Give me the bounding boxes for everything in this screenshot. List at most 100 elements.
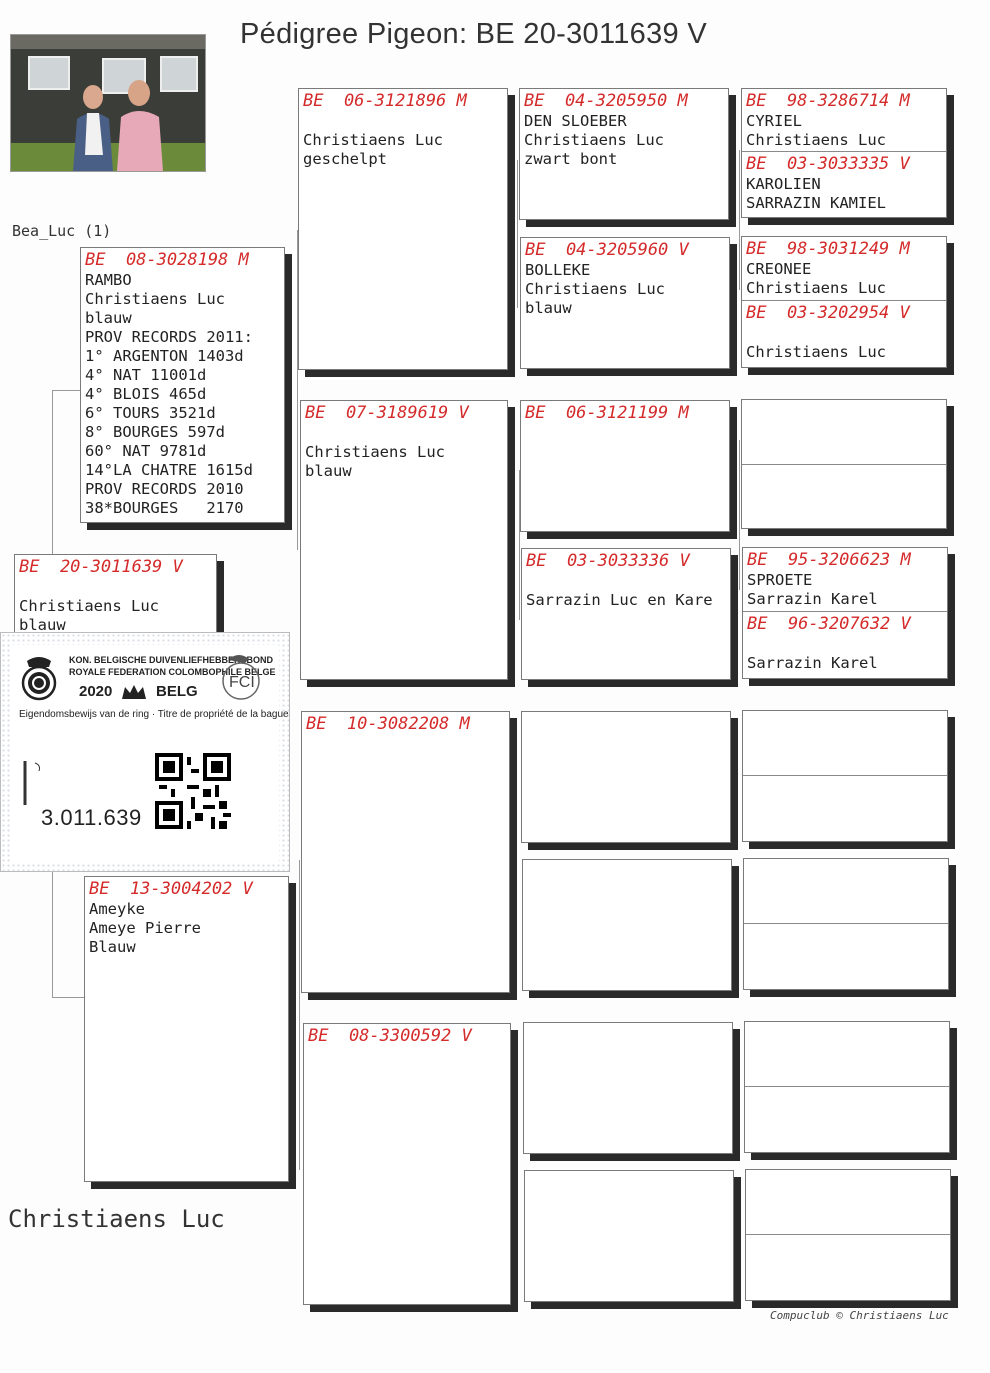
connector [52,872,53,997]
pigeon-name: KAROLIEN [746,175,821,193]
ring-number: BE 96-3207632 V [747,614,911,634]
gen3-sds-box: BE 06-3121199 M [520,400,730,532]
sire-line: Christiaens Luc [85,290,225,308]
sire-line: 38*BOURGES 2170 [85,499,244,517]
color: blauw [19,616,66,634]
gen4-empty-box [744,1021,950,1153]
gen3-empty-box [522,859,732,991]
dam-name: Ameyke [89,900,145,918]
gen4-pair-box: BE 98-3031249 M CREONEE Christiaens Luc … [741,236,947,368]
gen4-pair-box: BE 98-3286714 M CYRIEL Christiaens Luc B… [741,88,947,218]
ring-number: 3.011.639 [41,805,142,830]
sire-line: blauw [85,309,132,327]
divider [742,464,946,465]
sire-line: 14°LA CHATRE 1615d [85,461,253,479]
sire-line: 60° NAT 9781d [85,442,207,460]
footer-credit: Compuclub © Christiaens Luc [770,1309,949,1322]
sire-box: BE 08-3028198 M RAMBO Christiaens Luc bl… [80,247,285,523]
sire-line: 8° BOURGES 597d [85,423,225,441]
connector [52,390,82,391]
owner: Ameye Pierre [89,919,201,937]
owner: Christiaens Luc [525,280,665,298]
gen4-lower: BE 96-3207632 V Sarrazin Karel [747,614,911,673]
sire-line: PROV RECORDS 2010 [85,480,244,498]
connector [739,440,740,590]
ring-number: BE 98-3031249 M [746,239,910,259]
gen4-empty-box [745,1169,951,1301]
connector [52,997,84,998]
qr-code-icon [155,753,231,829]
gen2-dd-box: BE 08-3300592 V [303,1023,511,1305]
ring-number: BE 13-3004202 V [89,879,253,899]
breeder-photo [10,34,206,172]
ring-number: BE 03-3202954 V [746,303,910,323]
ring-number: BE 08-3300592 V [308,1026,472,1046]
owner: Christiaens Luc [19,597,159,615]
page-title: Pédigree Pigeon: BE 20-3011639 V [240,18,707,50]
connector [739,150,740,290]
divider [745,1086,949,1087]
sire-line: 4° NAT 11001d [85,366,207,384]
divider [744,923,948,924]
ring-number: BE 95-3206623 M [747,550,911,570]
reference-label: Bea_Luc (1) [12,222,112,240]
ring-number: BE 20-3011639 V [19,557,183,577]
card-body: KON. BELGISCHE DUIVENLIEFHEBBERSBOND ROY… [11,645,289,863]
gen3-sdd-box: BE 03-3033336 V Sarrazin Luc en Kare [521,548,731,680]
divider [743,611,947,612]
ownership-caption: Eigendomsbewijs van de ring · Titre de p… [19,709,289,720]
federation-name-fr: ROYALE FEDERATION COLOMBOPHILE BELGE [69,667,276,677]
pigeon-name: DEN SLOEBER [524,112,627,130]
divider [746,1234,950,1235]
owner: Christiaens Luc [746,131,886,149]
kbdb-logo-icon [21,657,57,701]
ring-number: BE 98-3286714 M [746,91,910,111]
owner: Christiaens Luc [746,343,886,361]
ring-number: BE 06-3121199 M [525,403,689,423]
owner: SARRAZIN KAMIEL [746,194,886,212]
ring-number: BE 03-3033336 V [526,551,690,571]
owner: Christiaens Luc [524,131,664,149]
sire-line: 1° ARGENTON 1403d [85,347,244,365]
owner: Sarrazin Karel [747,590,878,608]
gen3-sss-box: BE 04-3205950 M DEN SLOEBER Christiaens … [519,88,729,220]
sire-line: RAMBO [85,271,132,289]
ring-number: BE 07-3189619 V [305,403,469,423]
federation-name-nl: KON. BELGISCHE DUIVENLIEFHEBBERSBOND [69,655,274,665]
color: blauw [525,299,572,317]
owner: Christiaens Luc [305,443,445,461]
color: zwart bont [524,150,618,168]
gen4-lower: BE 03-3033335 V KAROLIEN SARRAZIN KAMIEL [746,154,910,213]
owner: Sarrazin Luc en Kare [526,591,713,609]
svg-text:FCI: FCI [229,674,255,691]
gen2-ss-box: BE 06-3121896 M Christiaens Luc geschelp… [298,88,508,370]
ring-number: BE 03-3033335 V [746,154,910,174]
connector [297,230,298,550]
gen2-sd-box: BE 07-3189619 V Christiaens Luc blauw [300,400,508,680]
photo-illustration [11,35,205,171]
gen3-empty-box [523,1022,733,1154]
gen2-ds-box: BE 10-3082208 M [301,711,510,993]
divider [742,300,946,301]
divider [742,151,946,152]
ring-number: BE 04-3205950 M [524,91,688,111]
breeder-name: Christiaens Luc [8,1205,225,1233]
card-country: BELG [156,683,198,700]
sire-line: 4° BLOIS 465d [85,385,207,403]
color: Blauw [89,938,136,956]
owner: Christiaens Luc [746,279,886,297]
ring-number: BE 06-3121896 M [303,91,467,111]
sire-line: PROV RECORDS 2011: [85,328,253,346]
gen4-empty-box [741,399,947,529]
gen3-ssd-box: BE 04-3205960 V BOLLEKE Christiaens Luc … [520,237,730,369]
gen4-empty-box [742,710,948,842]
crown-icon [122,685,146,699]
connector [519,470,520,620]
pigeon-name: CREONEE [746,260,812,278]
dam-box: BE 13-3004202 V Ameyke Ameye Pierre Blau… [84,876,289,1182]
color: geschelpt [303,150,387,168]
gen3-empty-box [521,711,731,843]
gen3-empty-box [524,1170,734,1302]
fci-logo-icon: FCI [222,655,260,700]
gen4-pair-box: BE 95-3206623 M SPROETE Sarrazin Karel B… [742,547,948,679]
